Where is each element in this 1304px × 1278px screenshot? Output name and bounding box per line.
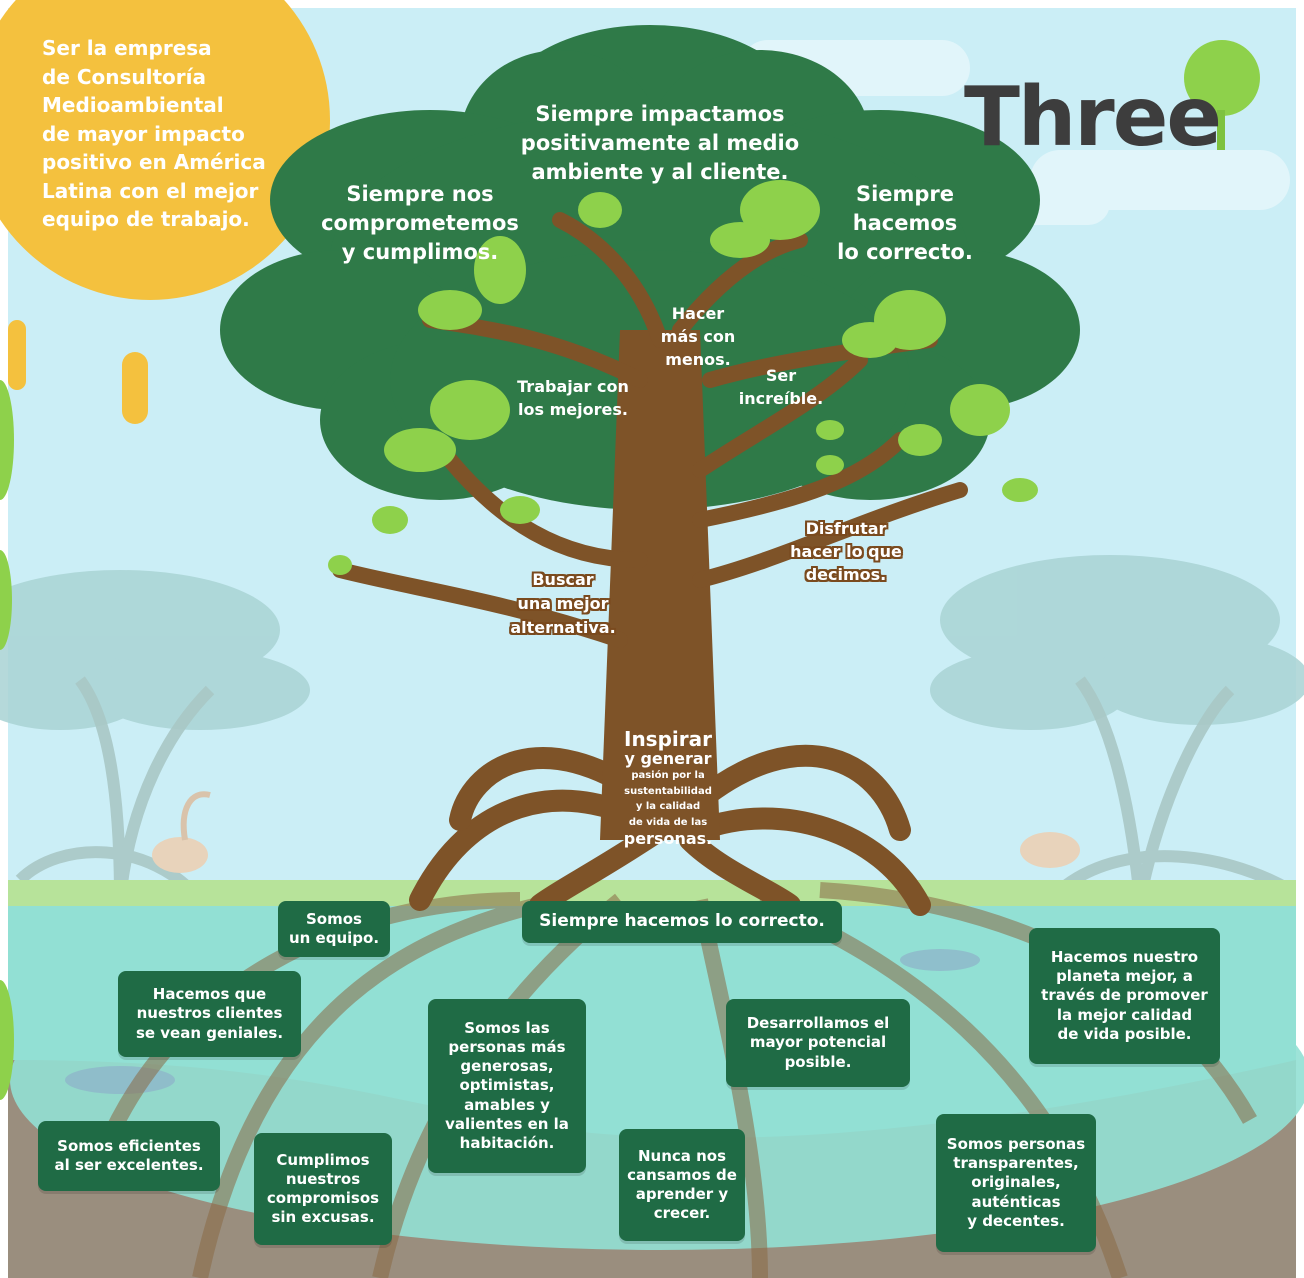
root-box-clientes: Hacemos que nuestros clientes se vean ge…: [118, 971, 301, 1057]
trunk-line-2: y generar: [624, 749, 712, 768]
root-box-transparentes: Somos personas transparentes, originales…: [936, 1114, 1096, 1252]
root-box-eficientes: Somos eficientes al ser excelentes.: [38, 1121, 220, 1191]
fish: [65, 949, 980, 1094]
root-box-correcto: Siempre hacemos lo correcto.: [522, 901, 842, 943]
root-box-compromisos: Cumplimos nuestros compromisos sin excus…: [254, 1133, 392, 1245]
trunk-line-1: Inspirar: [624, 727, 712, 751]
brand-logo: Three: [964, 70, 1222, 165]
branch-ser-increible: Ser increíble.: [738, 366, 824, 408]
root-box-planeta: Hacemos nuestro planeta mejor, a través …: [1029, 928, 1220, 1064]
trunk-label: Inspirar y generar pasión por la sustent…: [608, 728, 728, 848]
canopy-top-label: Siempre impactamos positivamente al medi…: [520, 102, 800, 184]
edge-decor: [0, 380, 14, 1100]
branch-disfrutar: Disfrutar hacer lo que decimos.: [790, 519, 902, 584]
root-box-generosas: Somos las personas más generosas, optimi…: [428, 999, 586, 1173]
bird-left: [152, 791, 211, 873]
light-leaves: [328, 180, 1038, 575]
bird-right: [1020, 832, 1080, 868]
root-box-potencial: Desarrollamos el mayor potencial posible…: [726, 999, 910, 1087]
branch-trabajar: Trabajar con los mejores.: [517, 377, 629, 419]
background-trees: [0, 555, 1304, 730]
branch-hacer-mas: Hacer más con menos.: [660, 304, 736, 369]
trunk: [600, 330, 720, 840]
branch-buscar: Buscar una mejor alternativa.: [510, 570, 616, 637]
canopy-right-label: Siempre hacemos lo correcto.: [837, 182, 973, 264]
branches: [332, 212, 968, 648]
trunk-line-4: personas.: [623, 829, 713, 848]
trunk-line-3: pasión por la sustentabilidad y la calid…: [624, 770, 712, 828]
root-box-equipo: Somos un equipo.: [278, 901, 390, 957]
vision-text: Ser la empresa de Consultoría Medioambie…: [42, 36, 266, 231]
logo-tree-icon: [1184, 40, 1260, 150]
canopy-left-label: Siempre nos comprometemos y cumplimos.: [321, 182, 519, 264]
sun: [0, 0, 330, 424]
root-box-aprender: Nunca nos cansamos de aprender y crecer.: [619, 1129, 745, 1241]
